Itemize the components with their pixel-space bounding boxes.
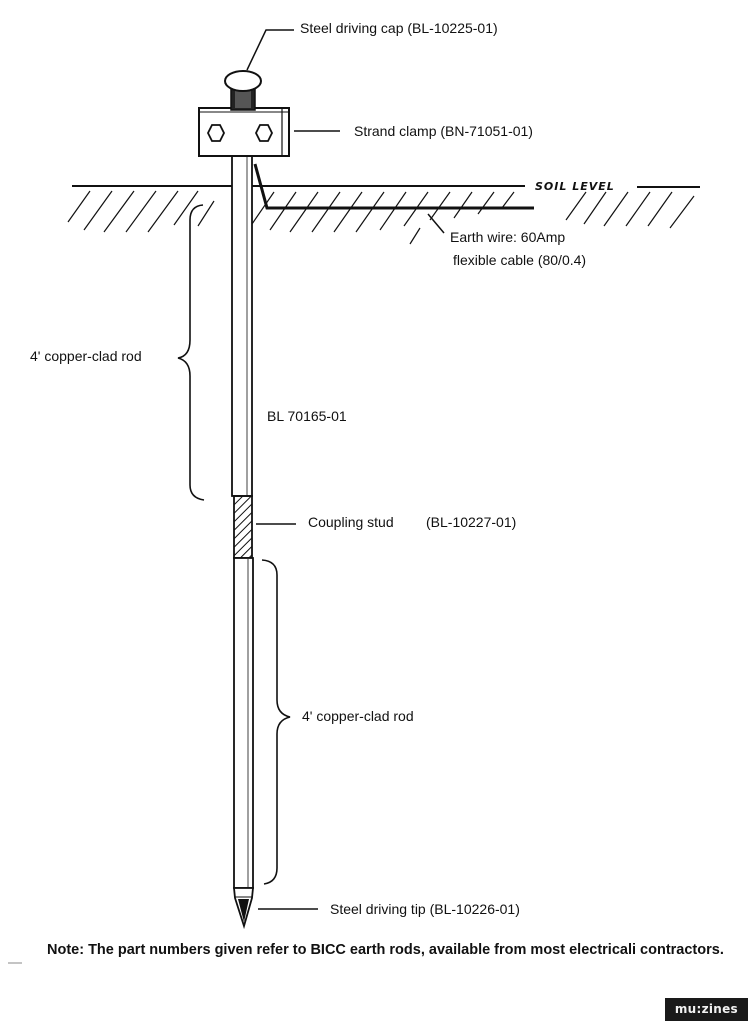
ground-line [72, 185, 700, 188]
strand-clamp-label: Strand clamp (BN-71051-01) [354, 123, 533, 139]
strand-clamp [198, 107, 290, 157]
coupling-stud-label: Coupling stud [308, 514, 394, 530]
lower-rod-brace [261, 559, 291, 885]
hex-bolt-icon [254, 124, 274, 142]
lower-copper-rod [233, 557, 254, 889]
earth-wire [253, 163, 534, 210]
upper-rod-brace [177, 204, 205, 501]
soil-level-label: SOIL LEVEL [535, 180, 615, 193]
rod-part-number-label: BL 70165-01 [267, 408, 347, 424]
earth-wire-label: Earth wire: 60Amp [450, 229, 565, 245]
earth-wire-spec-label: flexible cable (80/0.4) [453, 252, 586, 268]
part-numbers-note: Note: The part numbers given refer to BI… [47, 942, 724, 958]
lower-rod-label: 4' copper-clad rod [302, 708, 414, 724]
upper-copper-rod [231, 155, 253, 497]
tip-shadow [238, 899, 249, 922]
hex-bolt-icon [206, 124, 226, 142]
soil-hatching [67, 190, 695, 245]
leader-lines [246, 29, 445, 910]
coupling-stud [233, 495, 253, 559]
muzines-badge[interactable]: mu:zines [664, 998, 748, 1021]
driving-tip-label: Steel driving tip (BL-10226-01) [330, 901, 520, 917]
coupling-stud-part-label: (BL-10227-01) [426, 514, 516, 530]
driving-cap-label: Steel driving cap (BL-10225-01) [300, 20, 498, 36]
steel-driving-cap [224, 70, 262, 111]
upper-rod-label: 4' copper-clad rod [30, 348, 142, 364]
